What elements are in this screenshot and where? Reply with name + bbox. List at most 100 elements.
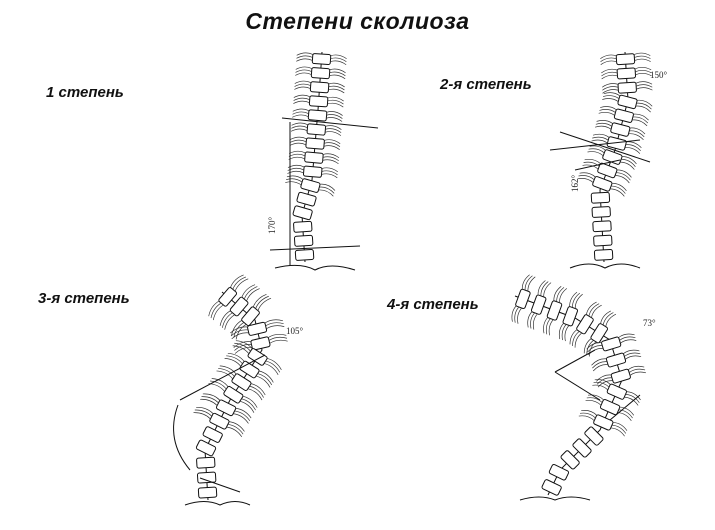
rib: [596, 377, 612, 385]
rib: [322, 156, 339, 162]
rib: [319, 186, 335, 194]
vertebra: [617, 81, 637, 94]
vertebra: [548, 464, 570, 481]
vertebra: [300, 178, 321, 193]
rib: [232, 276, 247, 290]
vertebra: [541, 479, 562, 496]
vertebra: [218, 287, 238, 307]
vertebra: [309, 81, 330, 94]
rib: [628, 133, 644, 141]
rib: [632, 116, 649, 124]
rib: [252, 293, 267, 307]
rib: [320, 183, 336, 191]
cobb-line: [199, 477, 241, 493]
rib: [231, 320, 242, 336]
rib: [208, 300, 220, 317]
rib: [594, 125, 612, 130]
vertebra: [593, 234, 613, 247]
vertebra: [593, 248, 614, 261]
rib: [224, 357, 242, 367]
rib: [295, 72, 312, 76]
pelvis-line: [519, 496, 591, 501]
rib: [241, 398, 256, 411]
rib: [620, 339, 637, 344]
rib: [618, 333, 635, 338]
vertebra: [311, 53, 332, 66]
grade-4-label: 4-я степень: [387, 296, 479, 313]
cobb-arc: [173, 404, 191, 471]
rib: [602, 89, 619, 94]
rib: [592, 361, 608, 369]
cobb-line: [281, 117, 379, 129]
vertebra: [610, 368, 631, 384]
rib: [592, 384, 609, 391]
rib: [601, 68, 618, 74]
rib: [584, 158, 601, 164]
rib: [287, 167, 304, 171]
rib: [243, 395, 258, 408]
rib: [617, 169, 632, 178]
rib: [200, 398, 218, 406]
rib: [543, 317, 548, 334]
rib: [324, 139, 341, 144]
rib: [527, 311, 533, 328]
rib: [605, 313, 617, 327]
cobb-line: [574, 159, 621, 171]
rib: [257, 373, 273, 386]
rib: [545, 318, 551, 335]
vertebra: [196, 456, 216, 469]
rib: [633, 113, 649, 121]
rib: [586, 342, 602, 350]
rib: [255, 295, 269, 309]
rib: [592, 136, 609, 141]
angle-label-grade-1: 170°: [267, 217, 277, 235]
rib: [593, 381, 610, 388]
vertebra: [562, 306, 578, 327]
vertebra: [546, 300, 563, 321]
vertebra: [296, 191, 317, 207]
rib: [596, 119, 613, 124]
rib: [540, 281, 549, 296]
rib: [624, 355, 642, 360]
pelvis-line: [274, 264, 356, 271]
rib: [268, 336, 288, 341]
rib: [219, 310, 231, 326]
rib: [591, 304, 602, 318]
vertebra: [196, 471, 217, 484]
rib: [296, 58, 313, 62]
vertebra: [590, 191, 611, 204]
vertebra: [247, 348, 268, 366]
rib: [269, 339, 288, 344]
rib: [249, 385, 264, 398]
spine-grade-1: [285, 51, 347, 263]
vertebra: [601, 336, 622, 352]
rib: [634, 55, 651, 59]
rib: [235, 340, 253, 349]
rib: [618, 409, 633, 419]
vertebra: [302, 165, 323, 178]
rib: [325, 131, 342, 136]
rib: [267, 358, 282, 370]
rib: [251, 383, 266, 396]
rib: [210, 302, 222, 319]
spine-grade-2: [577, 51, 653, 263]
angle-label-grade-2-mid: 162°: [570, 175, 580, 193]
rib: [241, 284, 256, 298]
pelvis-line: [569, 263, 641, 269]
rib: [255, 375, 271, 388]
rib: [243, 286, 258, 300]
rib: [330, 60, 347, 66]
rib: [602, 312, 614, 326]
rib: [286, 175, 304, 180]
rib: [289, 139, 307, 143]
rib: [239, 400, 255, 413]
rib: [543, 282, 552, 297]
rib: [579, 172, 596, 178]
cobb-line: [554, 371, 601, 401]
rib: [636, 87, 653, 91]
rib: [613, 422, 628, 431]
rib: [537, 280, 546, 295]
angle-label-grade-4: 73°: [643, 318, 656, 328]
rib: [224, 314, 236, 330]
vertebra: [615, 53, 636, 66]
